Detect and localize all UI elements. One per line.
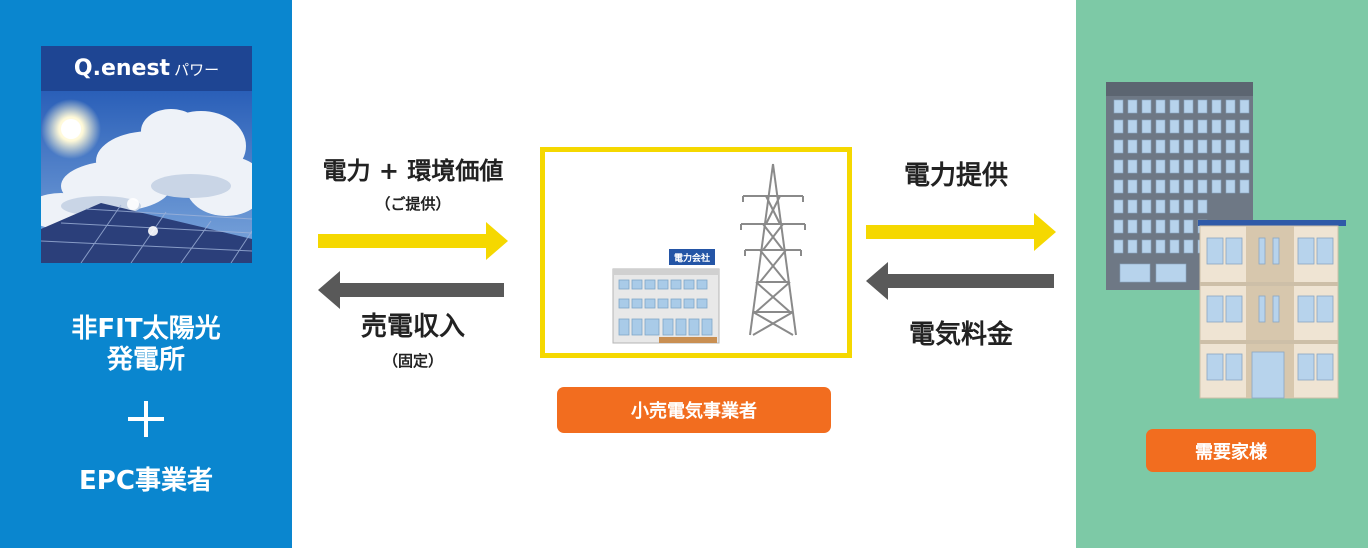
flow-sales-income-sub: （固定） [382,352,443,370]
arrow-left-to-retailer [866,262,1054,300]
arrow-right-to-retailer [318,222,508,260]
flow-power-env-label: 電力 + 環境価値 [322,157,504,185]
logo-sub: パワー [174,61,220,79]
power-company-illustration: 電力会社 [612,163,806,344]
qenest-logo: Q.enest パワー [41,46,252,263]
building-sign: 電力会社 [674,252,710,264]
arrow-right-to-customer [866,213,1056,251]
flow-electricity-fee-label: 電気料金 [908,320,1013,350]
solar-sky-image [41,91,252,263]
plus-icon [128,401,164,437]
logo-bar: Q.enest パワー [41,46,252,91]
retailer-badge: 小売電気事業者 [557,387,831,433]
flow-power-supply-label: 電力提供 [903,161,1008,191]
supplier-line-2: 発電所 [106,345,185,375]
customer-buildings-illustration [1106,82,1346,399]
customer-badge: 需要家様 [1146,429,1316,472]
retailer-box: 電力会社 [540,147,852,358]
supplier-panel: Q.enest パワー [0,0,292,548]
supplier-line-1: 非FIT太陽光 [71,314,221,344]
customer-panel: 需要家様 [1076,0,1368,548]
flow-power-env-sub: （ご提供） [375,195,451,213]
logo-brand: Q.enest [73,56,171,81]
supplier-line-3: EPC事業者 [79,466,213,496]
arrow-left-to-supplier [318,271,504,309]
flow-sales-income-label: 売電収入 [360,312,465,342]
